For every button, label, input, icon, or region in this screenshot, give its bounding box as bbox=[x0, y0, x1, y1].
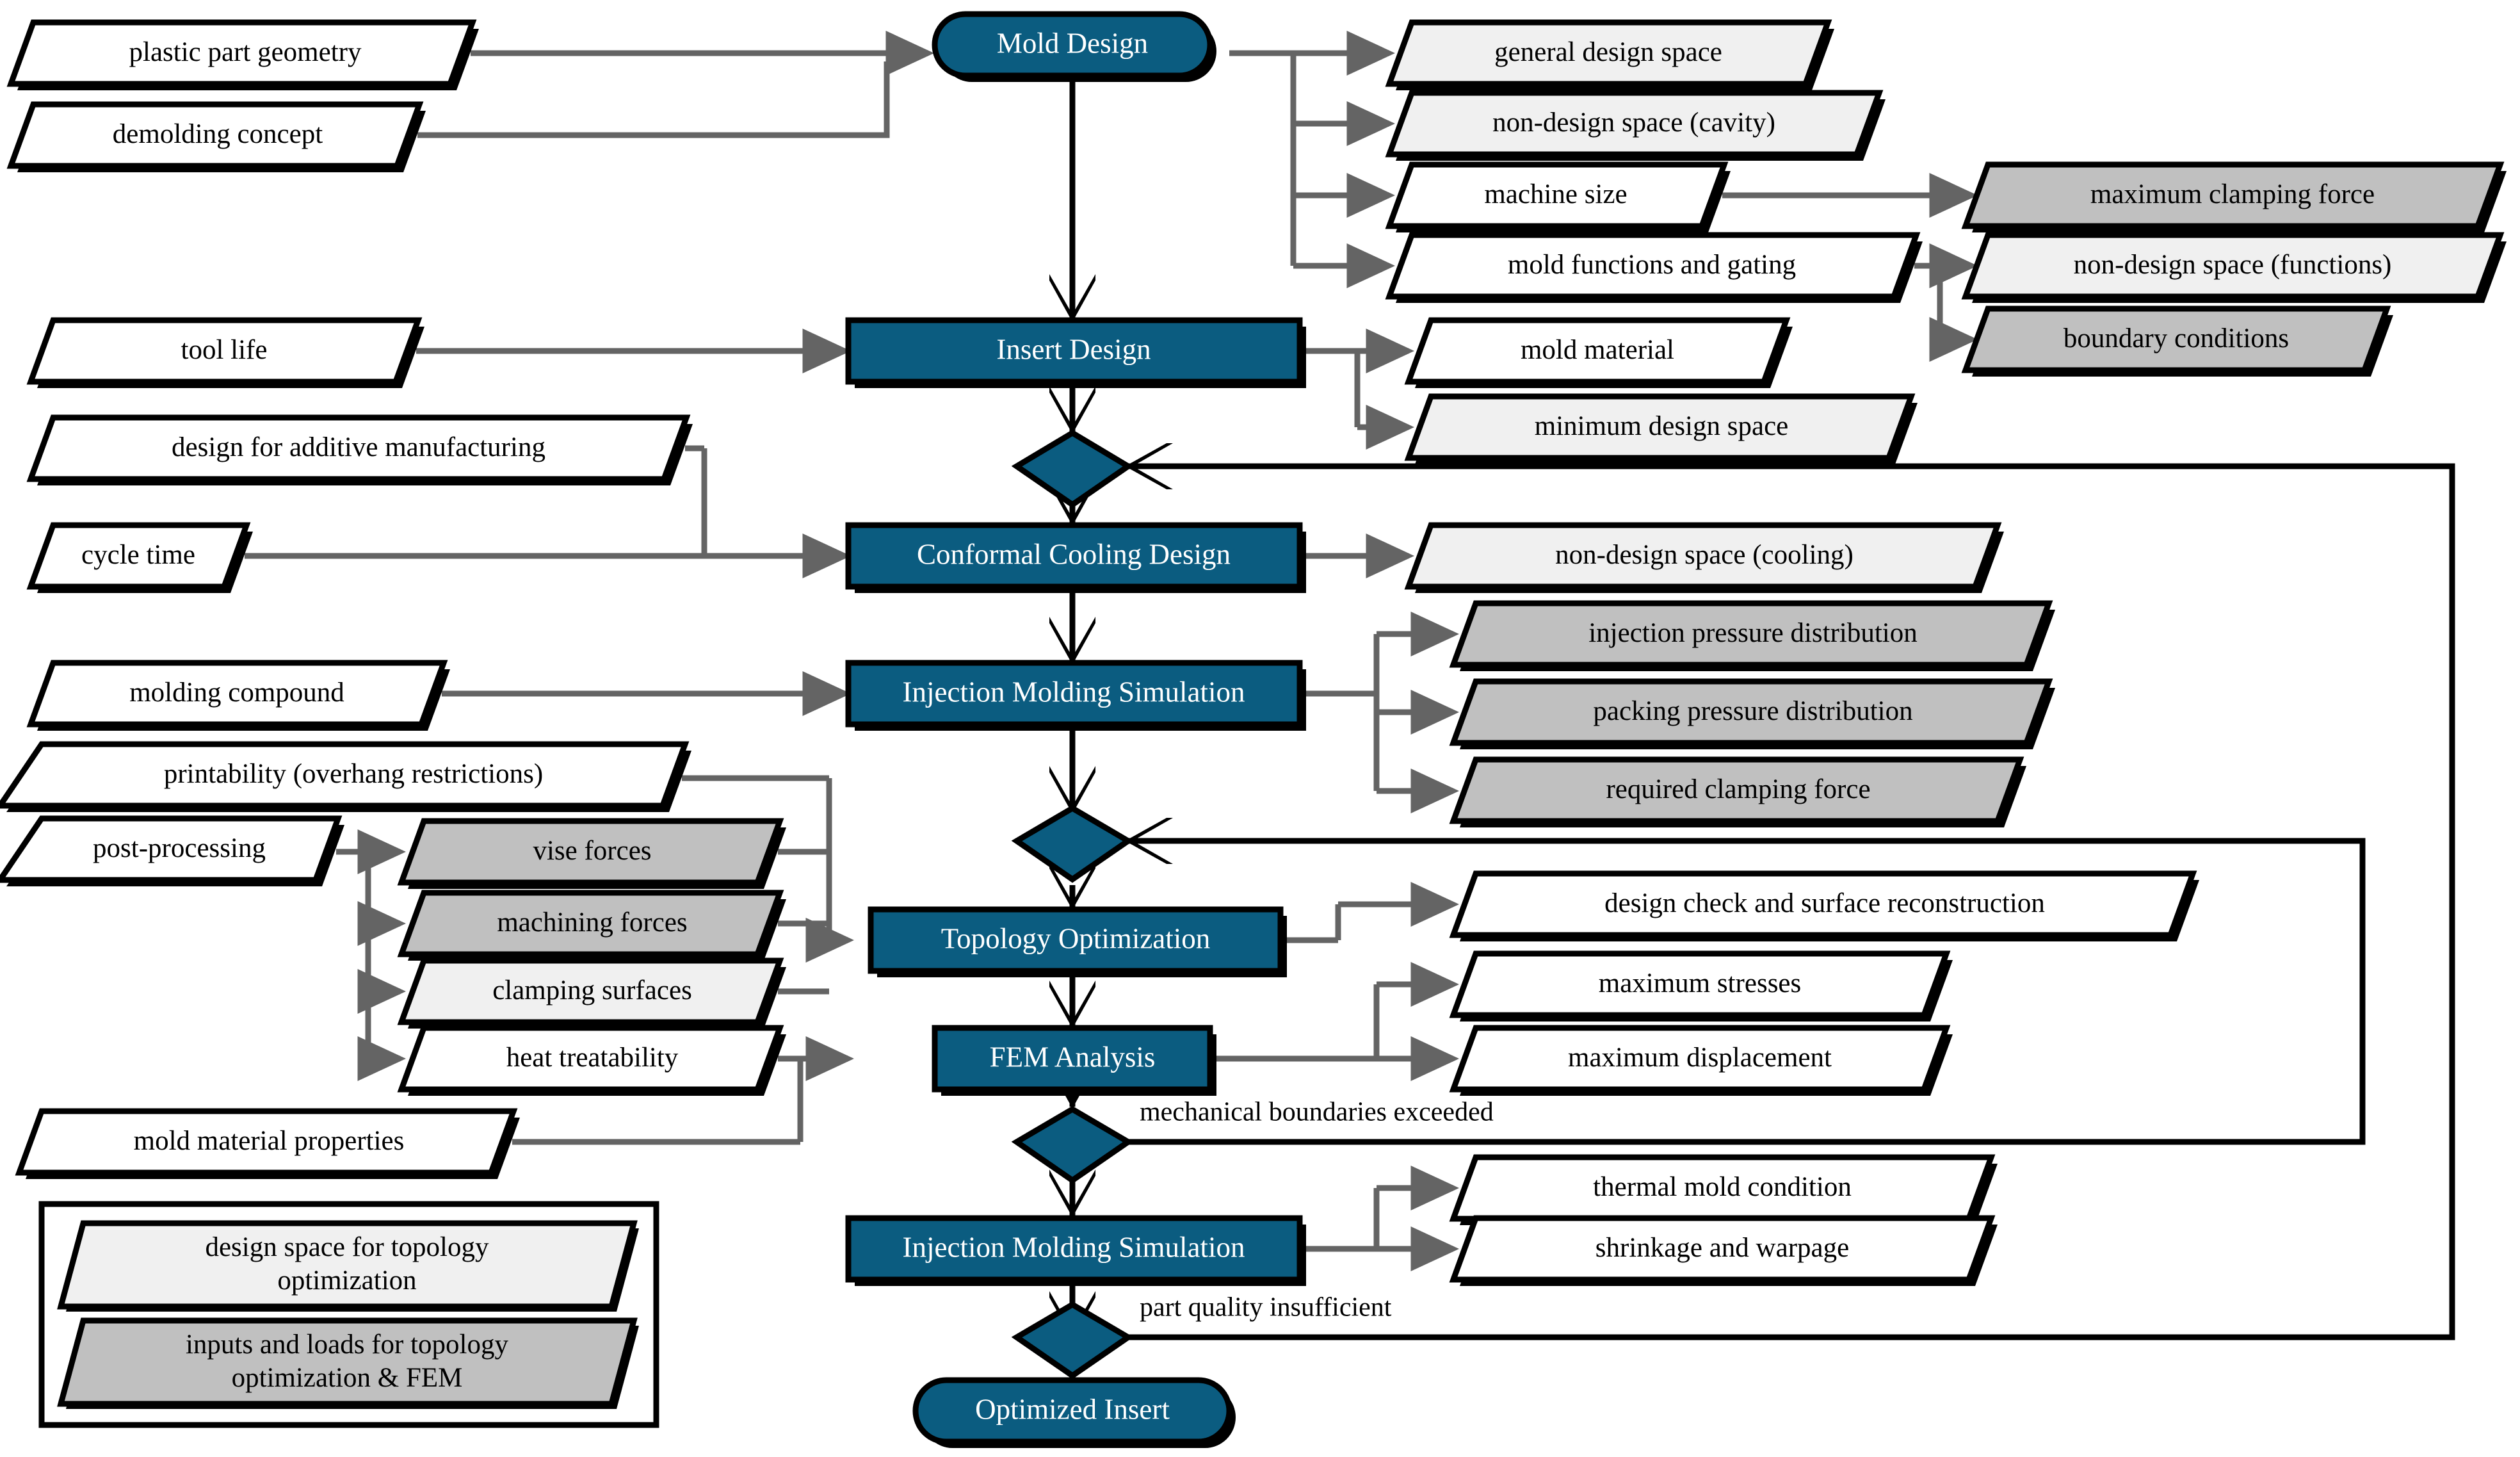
process-label: Conformal Cooling Design bbox=[917, 538, 1231, 570]
output-label: required clamping force bbox=[1606, 774, 1870, 804]
process-node-conformal-cooling-design[interactable]: Conformal Cooling Design bbox=[845, 522, 1306, 593]
legend-label-line1: inputs and loads for topology bbox=[186, 1330, 509, 1360]
decision-label-mechanical-boundaries-exceeded: mechanical boundaries exceeded bbox=[1140, 1098, 1494, 1127]
input-label: mold material properties bbox=[134, 1126, 405, 1156]
output-node-maximum-stresses[interactable]: maximum stresses bbox=[1449, 950, 1953, 1022]
process-node-injection-molding-simulation-1[interactable]: Injection Molding Simulation bbox=[845, 660, 1306, 731]
process-label: FEM Analysis bbox=[990, 1041, 1156, 1073]
output-label: maximum displacement bbox=[1568, 1043, 1832, 1073]
input-node-molding-compound[interactable]: molding compound bbox=[26, 660, 450, 731]
output-node-maximum-clamping-force[interactable]: maximum clamping force bbox=[1961, 161, 2507, 232]
output-node-boundary-conditions[interactable]: boundary conditions bbox=[1961, 305, 2393, 377]
legend-item-inputs-loads: inputs and loads for topology optimizati… bbox=[57, 1317, 639, 1409]
output-label: non-design space (functions) bbox=[2074, 250, 2392, 280]
input-node-mold-material-properties[interactable]: mold material properties bbox=[15, 1108, 520, 1179]
process-node-fem-analysis[interactable]: FEM Analysis bbox=[932, 1025, 1216, 1096]
output-label: vise forces bbox=[533, 836, 651, 866]
process-label: Insert Design bbox=[996, 333, 1151, 365]
gray-connectors bbox=[245, 30, 1978, 1272]
output-node-vise-forces[interactable]: vise forces bbox=[397, 818, 786, 889]
input-label: post-processing bbox=[93, 833, 266, 863]
legend-label-line2: optimization bbox=[277, 1266, 416, 1296]
input-label: design for additive manufacturing bbox=[172, 432, 545, 462]
output-label: injection pressure distribution bbox=[1588, 618, 1918, 648]
output-label: general design space bbox=[1494, 37, 1722, 67]
output-label: non-design space (cooling) bbox=[1555, 540, 1854, 570]
output-label: mold functions and gating bbox=[1508, 250, 1796, 280]
output-node-shrinkage-and-warpage[interactable]: shrinkage and warpage bbox=[1449, 1215, 1998, 1286]
output-label: maximum stresses bbox=[1599, 968, 1802, 998]
output-label: packing pressure distribution bbox=[1593, 696, 1912, 726]
process-label: Topology Optimization bbox=[941, 922, 1211, 954]
decision-label-part-quality-insufficient: part quality insufficient bbox=[1140, 1293, 1392, 1323]
output-node-injection-pressure-distribution[interactable]: injection pressure distribution bbox=[1449, 600, 2055, 671]
output-label: thermal mold condition bbox=[1593, 1172, 1852, 1202]
input-node-post-processing[interactable]: post-processing bbox=[0, 815, 344, 886]
output-node-non-design-space-functions[interactable]: non-design space (functions) bbox=[1961, 232, 2507, 303]
input-label: demolding concept bbox=[113, 119, 323, 149]
output-label: minimum design space bbox=[1535, 411, 1789, 441]
process-node-topology-optimization[interactable]: Topology Optimization bbox=[868, 906, 1287, 977]
decision-diamond-insert[interactable] bbox=[1011, 429, 1134, 509]
output-node-mold-material[interactable]: mold material bbox=[1404, 317, 1793, 388]
output-node-packing-pressure-distribution[interactable]: packing pressure distribution bbox=[1449, 678, 2055, 749]
output-node-required-clamping-force[interactable]: required clamping force bbox=[1449, 756, 2026, 827]
main-flow-connectors bbox=[1049, 75, 2455, 1380]
output-label: heat treatability bbox=[506, 1043, 679, 1073]
input-node-design-for-additive-manufacturing[interactable]: design for additive manufacturing bbox=[26, 414, 693, 485]
output-node-machine-size[interactable]: machine size bbox=[1385, 161, 1731, 232]
process-label: Injection Molding Simulation bbox=[903, 676, 1245, 708]
input-node-plastic-part-geometry[interactable]: plastic part geometry bbox=[6, 19, 479, 90]
output-label: design check and surface reconstruction bbox=[1604, 888, 2045, 918]
output-node-design-check-and-surface-reconstruction[interactable]: design check and surface reconstruction bbox=[1449, 870, 2199, 941]
decision-diamond-simulation-1[interactable] bbox=[1011, 804, 1134, 883]
output-label: non-design space (cavity) bbox=[1492, 108, 1775, 138]
output-label: machine size bbox=[1484, 179, 1627, 209]
output-label: shrinkage and warpage bbox=[1595, 1233, 1849, 1263]
input-node-demolding-concept[interactable]: demolding concept bbox=[6, 101, 426, 172]
output-node-maximum-displacement[interactable]: maximum displacement bbox=[1449, 1025, 1953, 1096]
legend-item-design-space: design space for topology optimization bbox=[57, 1220, 639, 1312]
input-node-tool-life[interactable]: tool life bbox=[26, 317, 424, 388]
input-label: molding compound bbox=[129, 678, 344, 708]
process-node-injection-molding-simulation-2[interactable]: Injection Molding Simulation bbox=[845, 1215, 1306, 1286]
input-label: tool life bbox=[181, 335, 268, 365]
input-label: plastic part geometry bbox=[129, 37, 362, 67]
output-node-general-design-space[interactable]: general design space bbox=[1385, 19, 1834, 90]
output-label: boundary conditions bbox=[2064, 323, 2289, 354]
process-label: Mold Design bbox=[997, 27, 1148, 59]
output-label: mold material bbox=[1521, 335, 1674, 365]
input-label: cycle time bbox=[81, 540, 195, 570]
output-label: maximum clamping force bbox=[2090, 179, 2375, 209]
input-node-cycle-time[interactable]: cycle time bbox=[26, 522, 253, 593]
process-label: Optimized Insert bbox=[975, 1393, 1170, 1425]
input-label: printability (overhang restrictions) bbox=[164, 759, 543, 789]
output-node-machining-forces[interactable]: machining forces bbox=[397, 890, 786, 961]
decision-diamond-fem[interactable] bbox=[1011, 1105, 1134, 1184]
process-node-mold-design[interactable]: Mold Design bbox=[932, 11, 1216, 82]
decision-diamond-simulation-2[interactable] bbox=[1011, 1301, 1134, 1380]
output-label: machining forces bbox=[497, 908, 687, 938]
output-node-clamping-surfaces[interactable]: clamping surfaces bbox=[397, 957, 786, 1029]
legend-box: design space for topology optimization i… bbox=[38, 1201, 659, 1428]
output-node-thermal-mold-condition[interactable]: thermal mold condition bbox=[1449, 1154, 1998, 1225]
legend-label-line1: design space for topology bbox=[205, 1232, 489, 1262]
output-node-minimum-design-space[interactable]: minimum design space bbox=[1404, 393, 1918, 464]
output-label: clamping surfaces bbox=[492, 975, 692, 1005]
output-node-heat-treatability[interactable]: heat treatability bbox=[397, 1025, 786, 1096]
output-node-mold-functions-and-gating[interactable]: mold functions and gating bbox=[1385, 232, 1923, 303]
output-node-non-design-space-cavity[interactable]: non-design space (cavity) bbox=[1385, 90, 1886, 161]
input-node-printability-overhang-restrictions[interactable]: printability (overhang restrictions) bbox=[0, 741, 691, 812]
output-node-non-design-space-cooling[interactable]: non-design space (cooling) bbox=[1404, 522, 2004, 593]
process-node-optimized-insert[interactable]: Optimized Insert bbox=[912, 1377, 1236, 1448]
legend-label-line2: optimization & FEM bbox=[232, 1363, 463, 1393]
process-node-insert-design[interactable]: Insert Design bbox=[845, 317, 1306, 388]
process-label: Injection Molding Simulation bbox=[903, 1231, 1245, 1263]
